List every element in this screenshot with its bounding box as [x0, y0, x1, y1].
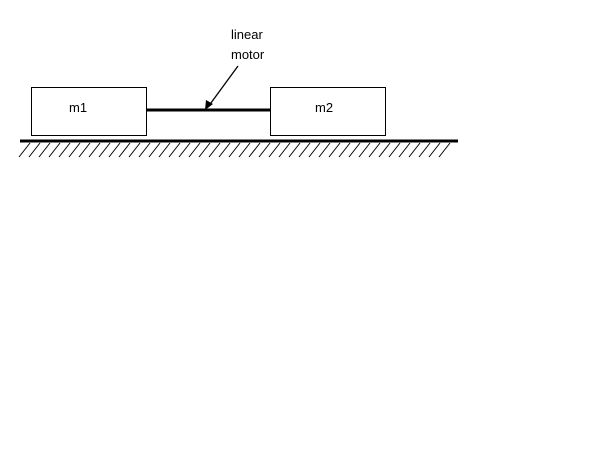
hatch-mark [168, 142, 181, 158]
hatch-mark [258, 142, 271, 158]
hatch-mark [18, 142, 31, 158]
hatch-mark [248, 142, 261, 158]
hatch-mark [158, 142, 171, 158]
hatch-mark [188, 142, 201, 158]
hatch-mark [138, 142, 151, 158]
mass-m1-label: m1 [69, 100, 87, 115]
hatch-mark [198, 142, 211, 158]
hatch-mark [298, 142, 311, 158]
mass-m2-block [270, 87, 386, 136]
hatch-mark [218, 142, 231, 158]
hatch-mark [388, 142, 401, 158]
hatch-mark [68, 142, 81, 158]
hatch-mark [268, 142, 281, 158]
hatch-mark [408, 142, 421, 158]
hatch-mark [398, 142, 411, 158]
hatch-mark [338, 142, 351, 158]
hatch-mark [178, 142, 191, 158]
hatch-mark [88, 142, 101, 158]
annotation-label-line1: linear [231, 27, 263, 42]
annotation-label-line2: motor [231, 47, 265, 62]
hatch-mark [58, 142, 71, 158]
hatch-mark [368, 142, 381, 158]
hatch-mark [48, 142, 61, 158]
hatch-mark [288, 142, 301, 158]
hatch-mark [148, 142, 161, 158]
hatch-mark [438, 142, 451, 158]
hatch-mark [348, 142, 361, 158]
hatch-mark [118, 142, 131, 158]
ground-hatching [18, 142, 451, 158]
hatch-mark [128, 142, 141, 158]
hatch-mark [318, 142, 331, 158]
hatch-mark [78, 142, 91, 158]
hatch-mark [328, 142, 341, 158]
mass-m2-label: m2 [315, 100, 333, 115]
annotation-arrow [205, 65, 239, 110]
hatch-mark [428, 142, 441, 158]
hatch-mark [98, 142, 111, 158]
hatch-mark [38, 142, 51, 158]
hatch-mark [28, 142, 41, 158]
mass-m1-block [31, 87, 147, 136]
hatch-mark [418, 142, 431, 158]
hatch-mark [108, 142, 121, 158]
hatch-mark [208, 142, 221, 158]
hatch-mark [308, 142, 321, 158]
hatch-mark [278, 142, 291, 158]
hatch-mark [238, 142, 251, 158]
hatch-mark [228, 142, 241, 158]
hatch-mark [378, 142, 391, 158]
hatch-mark [358, 142, 371, 158]
